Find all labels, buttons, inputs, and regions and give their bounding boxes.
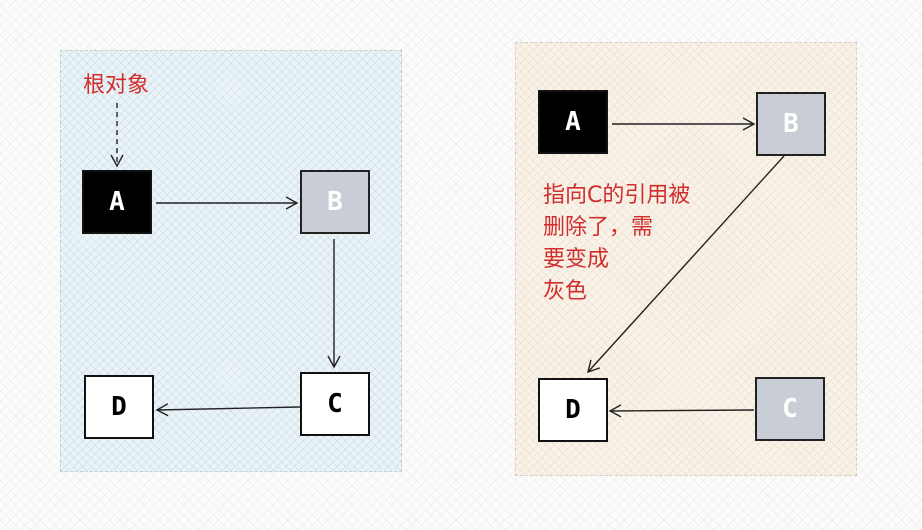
- left-arrow-c-to-d: [155, 403, 301, 417]
- left-node-a: A: [82, 170, 152, 234]
- right-node-d: D: [538, 378, 608, 442]
- right-arrow-b-to-d: [587, 155, 785, 374]
- left-node-d: D: [84, 375, 154, 439]
- right-node-a: A: [538, 90, 608, 154]
- right-arrow-c-to-d: [608, 404, 755, 418]
- right-node-b: B: [756, 92, 826, 156]
- root-object-label: 根对象: [83, 73, 150, 98]
- left-node-c: C: [300, 372, 370, 436]
- right-node-c: C: [755, 377, 825, 441]
- left-node-b: B: [300, 170, 370, 234]
- reference-deleted-note: 指向C的引用被 删除了，需 要变成 灰色: [543, 183, 691, 304]
